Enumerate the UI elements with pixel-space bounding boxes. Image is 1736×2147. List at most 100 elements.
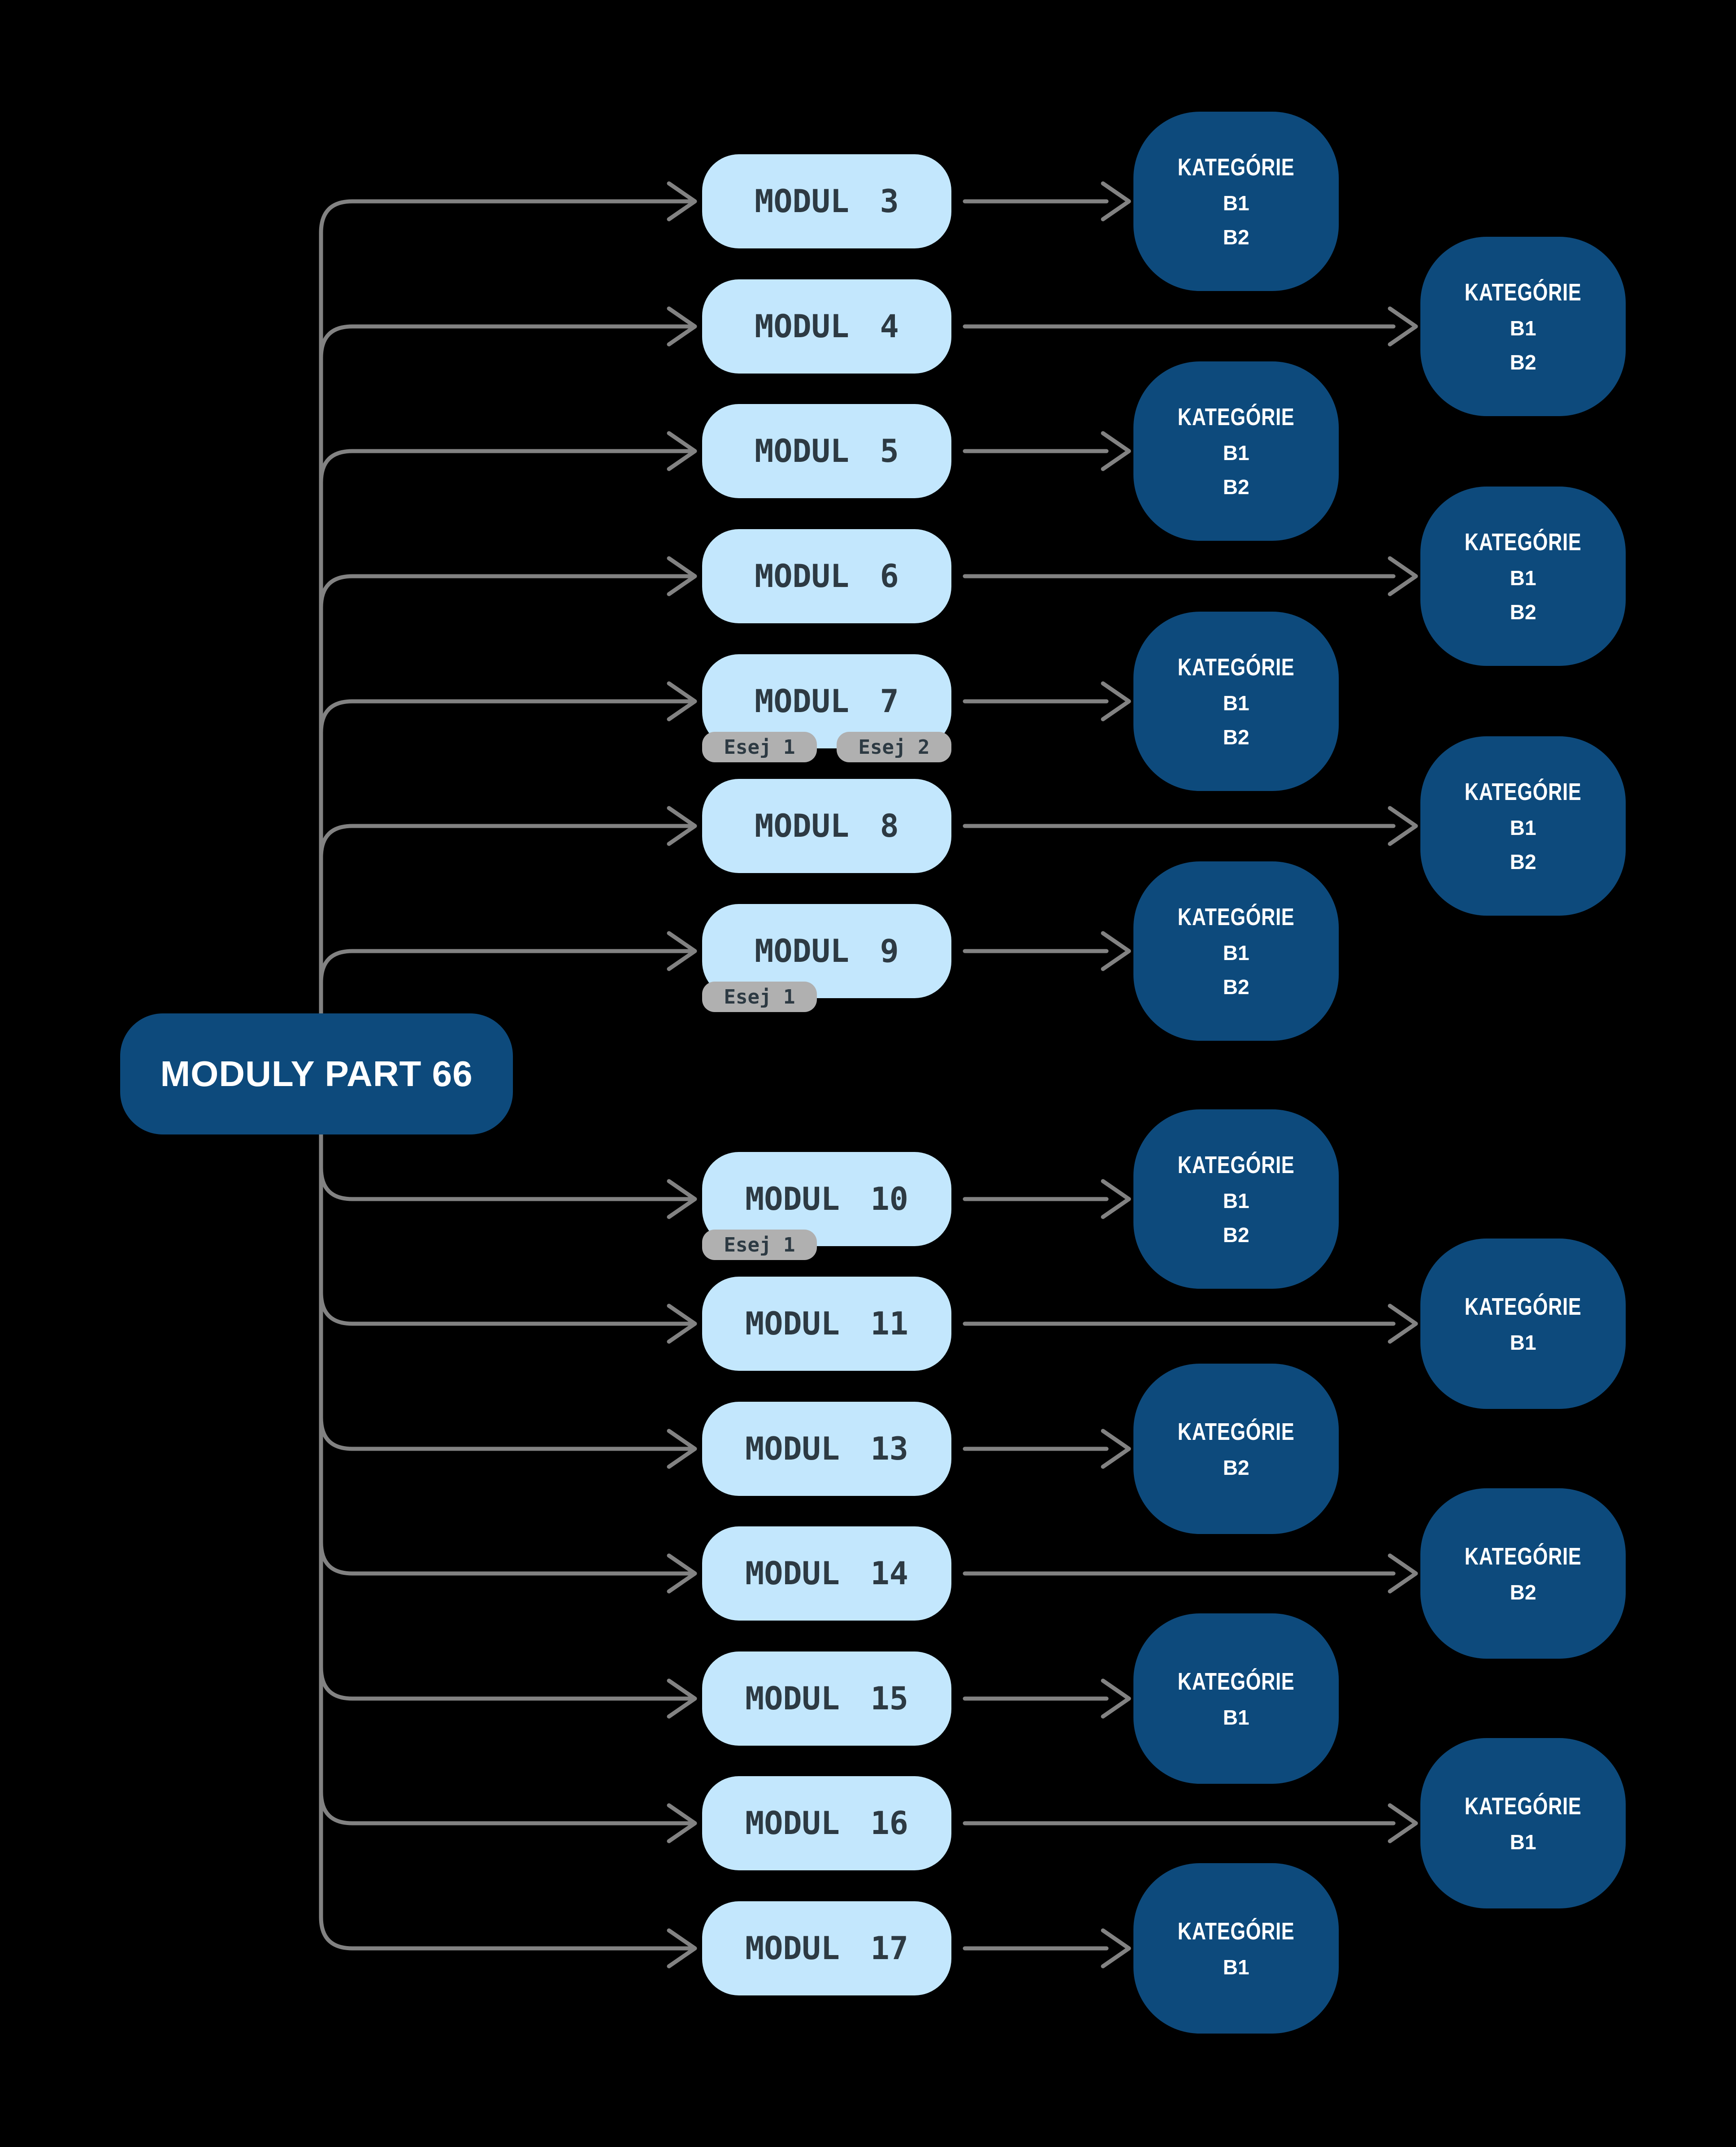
module-node-modul-6[interactable]: MODUL 6: [702, 529, 951, 623]
arrowhead-icon: [1388, 1803, 1418, 1843]
arrowhead-icon: [667, 1179, 697, 1219]
branch-connector-modul-8: [319, 824, 693, 860]
kategorie-level-label: B1: [1223, 441, 1250, 465]
module-node-modul-3[interactable]: MODUL 3: [702, 154, 951, 248]
module-label: MODUL 9: [755, 933, 899, 969]
branch-connector-modul-6: [319, 574, 693, 610]
kategorie-level-label: B1: [1223, 1189, 1250, 1213]
kategorie-title: KATEGÓRIE: [1464, 778, 1582, 805]
kategorie-level-label: B1: [1510, 317, 1536, 340]
module-label: MODUL 6: [755, 558, 899, 595]
module-label: MODUL 11: [745, 1305, 908, 1342]
module-node-modul-13[interactable]: MODUL 13: [702, 1402, 951, 1496]
module-node-modul-4[interactable]: MODUL 4: [702, 279, 951, 374]
arrowhead-icon: [1101, 431, 1131, 471]
kategorie-node-modul-14[interactable]: KATEGÓRIE B2: [1420, 1488, 1626, 1659]
arrowhead-icon: [667, 1429, 697, 1469]
root-node-moduly-part-66[interactable]: MODULY PART 66: [120, 1013, 513, 1134]
arrowhead-icon: [667, 556, 697, 596]
branch-connector-modul-13: [319, 1415, 693, 1451]
kategorie-title: KATEGÓRIE: [1177, 1668, 1295, 1695]
kategorie-title: KATEGÓRIE: [1464, 1293, 1582, 1320]
arrowhead-icon: [667, 181, 697, 222]
arrowhead-icon: [1101, 181, 1131, 222]
module-label: MODUL 8: [755, 808, 899, 844]
module-label: MODUL 17: [745, 1930, 908, 1967]
kategorie-level-label: B1: [1223, 691, 1250, 715]
branch-connector-modul-9: [319, 949, 693, 985]
kategorie-level-label: B2: [1510, 1581, 1536, 1604]
module-node-modul-17[interactable]: MODUL 17: [702, 1901, 951, 1995]
branch-connector-modul-11: [319, 1290, 693, 1326]
module-label: MODUL 3: [755, 183, 899, 220]
module-node-modul-11[interactable]: MODUL 11: [702, 1277, 951, 1371]
kategorie-level-label: B1: [1223, 1706, 1250, 1729]
kategorie-title: KATEGÓRIE: [1177, 404, 1295, 430]
arrowhead-icon: [1388, 1304, 1418, 1344]
module-label: MODUL 14: [745, 1555, 908, 1592]
arrowhead-icon: [1101, 931, 1131, 971]
esej-badge-1-modul-9[interactable]: Esej 1: [702, 982, 817, 1012]
kategorie-level-label: B2: [1510, 351, 1536, 374]
kategorie-node-modul-15[interactable]: KATEGÓRIE B1: [1133, 1613, 1339, 1784]
arrowhead-icon: [667, 681, 697, 721]
kategorie-title: KATEGÓRIE: [1464, 1543, 1582, 1570]
kategorie-node-modul-11[interactable]: KATEGÓRIE B1: [1420, 1239, 1626, 1409]
arrowhead-icon: [667, 431, 697, 471]
esej-badge-2-modul-7[interactable]: Esej 2: [837, 732, 951, 762]
esej-badge-1-modul-7[interactable]: Esej 1: [702, 732, 817, 762]
arrowhead-icon: [667, 1553, 697, 1594]
module-label: MODUL 5: [755, 433, 899, 469]
module-node-modul-16[interactable]: MODUL 16: [702, 1776, 951, 1870]
arrowhead-icon: [667, 931, 697, 971]
esej-badge-label: Esej 1: [724, 985, 795, 1008]
kategorie-level-label: B1: [1510, 816, 1536, 839]
branch-connector-modul-5: [319, 449, 693, 485]
root-node-label: MODULY PART 66: [160, 1054, 473, 1094]
kategorie-level-label: B1: [1510, 1830, 1536, 1854]
branch-connector-modul-4: [319, 324, 693, 360]
arrowhead-icon: [1101, 1678, 1131, 1719]
esej-badge-label: Esej 1: [724, 735, 795, 759]
esej-badge-1-modul-10[interactable]: Esej 1: [702, 1230, 817, 1260]
module-label: MODUL 13: [745, 1430, 908, 1467]
kategorie-level-label: B2: [1510, 600, 1536, 624]
module-label: MODUL 10: [745, 1181, 908, 1217]
arrowhead-icon: [1388, 556, 1418, 596]
kategorie-level-label: B2: [1223, 975, 1250, 999]
kategorie-level-label: B1: [1510, 566, 1536, 590]
kategorie-title: KATEGÓRIE: [1464, 529, 1582, 556]
kategorie-level-label: B2: [1223, 475, 1250, 499]
branch-connector-modul-17: [319, 1915, 693, 1951]
module-node-modul-14[interactable]: MODUL 14: [702, 1526, 951, 1621]
arrowhead-icon: [1101, 681, 1131, 721]
kategorie-level-label: B1: [1510, 1331, 1536, 1354]
arrowhead-icon: [667, 1928, 697, 1969]
arrowhead-icon: [1388, 1553, 1418, 1594]
esej-badge-label: Esej 1: [724, 1233, 795, 1256]
branch-connector-modul-15: [319, 1665, 693, 1701]
arrowhead-icon: [1388, 806, 1418, 846]
esej-badge-label: Esej 2: [858, 735, 930, 759]
arrowhead-icon: [667, 1304, 697, 1344]
branch-connector-modul-16: [319, 1790, 693, 1825]
module-node-modul-5[interactable]: MODUL 5: [702, 404, 951, 498]
kategorie-title: KATEGÓRIE: [1177, 1152, 1295, 1178]
kategorie-level-label: B1: [1223, 1956, 1250, 1979]
branch-connector-modul-7: [319, 699, 693, 735]
module-node-modul-8[interactable]: MODUL 8: [702, 779, 951, 873]
module-node-modul-15[interactable]: MODUL 15: [702, 1652, 951, 1746]
